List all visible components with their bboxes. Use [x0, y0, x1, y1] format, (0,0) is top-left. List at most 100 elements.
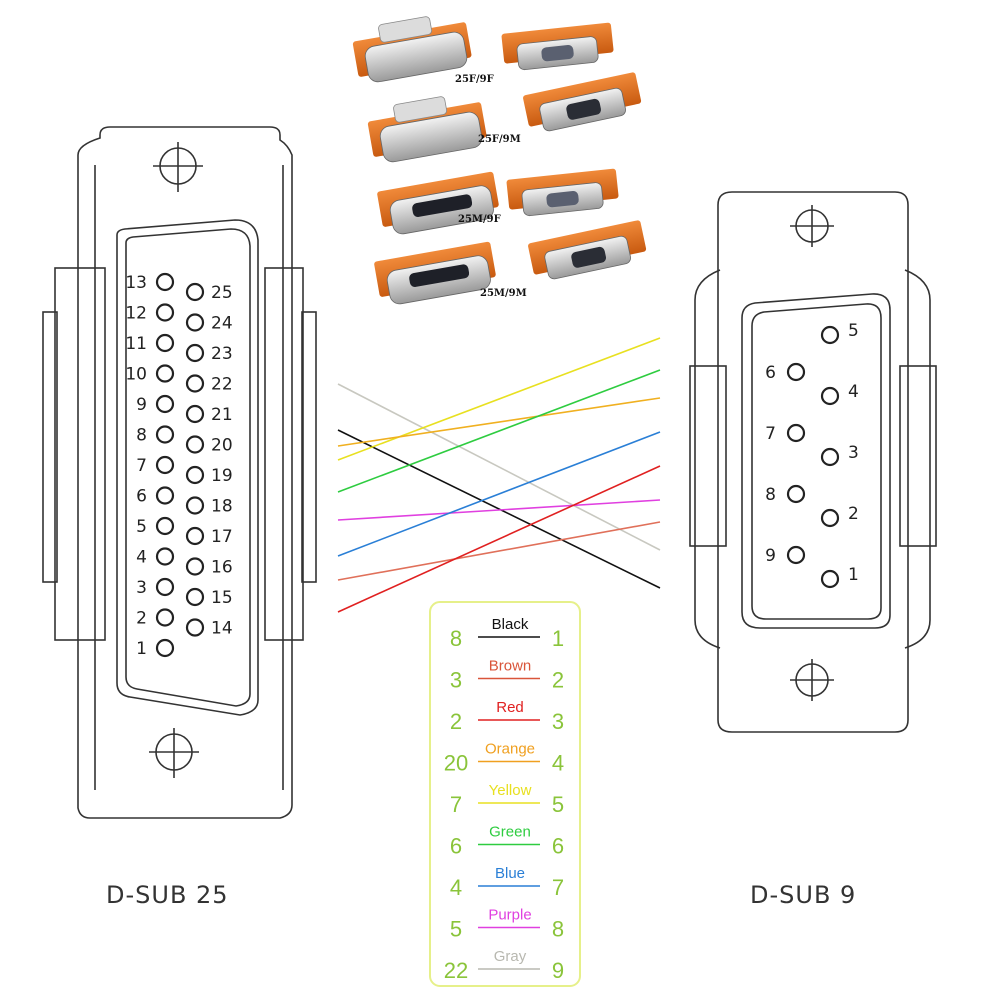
dsub25-pin-19: [185, 465, 205, 485]
legend-color-name: Black: [492, 616, 529, 633]
dsub25-pin-14: [185, 618, 205, 637]
legend-color-name: Yellow: [489, 782, 532, 799]
legend-color-name: Orange: [485, 741, 535, 758]
legend-dsub9-pin: 1: [552, 626, 564, 651]
dsub25-pin-label: 8: [136, 426, 147, 446]
dsub25-pin-label: 11: [125, 334, 147, 354]
adapter-25m-body-2: [374, 241, 496, 305]
dsub25-pin-16: [185, 557, 205, 576]
legend-dsub25-pin: 8: [450, 626, 462, 651]
adapter-25m-body: [377, 171, 499, 235]
dsub9-pin-label: 9: [765, 546, 776, 566]
dsub25-pin-label: 15: [211, 588, 233, 608]
legend-dsub9-pin: 7: [552, 875, 564, 900]
legend-color-name: Green: [489, 824, 531, 841]
legend-dsub9-pin: 3: [552, 709, 564, 734]
dsub25-pin-5: [155, 516, 175, 536]
wire-bundle: [337, 337, 661, 613]
dsub9-pin-7: [786, 423, 806, 443]
dsub9-pin-6: [786, 362, 806, 382]
dsub9-side-tab-right: [899, 365, 937, 547]
dsub25-pin-label: 21: [211, 405, 233, 425]
wire-blue: [337, 431, 661, 557]
dsub25-pin-21: [185, 404, 205, 424]
legend-color-name: Gray: [494, 948, 527, 965]
adapter-25f-body: [352, 16, 472, 83]
dsub25-pin-label: 17: [211, 527, 233, 547]
dsub25-pin-label: 1: [136, 639, 147, 659]
dsub9-mount-hole-top: [790, 205, 834, 247]
dsub25-pin-label: 23: [211, 344, 233, 364]
dsub9-pin-2: [820, 508, 840, 528]
legend-dsub9-pin: 4: [552, 751, 564, 776]
dsub9-bracket-left: [694, 269, 721, 649]
dsub25-pin-label: 4: [136, 548, 147, 568]
wire-gray: [337, 383, 661, 551]
adapter-label-25f-9f: 25F/9F: [455, 74, 494, 85]
dsub25-flange-inner: [94, 165, 284, 790]
adapter-label-25f-9m: 25F/9M: [478, 134, 521, 145]
legend-dsub25-pin: 7: [450, 792, 462, 817]
dsub9-mount-hole-bottom: [790, 659, 834, 701]
legend-box: [429, 601, 581, 987]
dsub9-pin-label: 7: [765, 424, 776, 444]
legend-dsub25-pin: 3: [450, 668, 462, 693]
legend-dsub25-pin: 6: [450, 834, 462, 859]
dsub25-pin-3: [155, 577, 175, 597]
dsub25-pin-7: [155, 455, 175, 475]
legend-dsub25-pin: 2: [450, 709, 462, 734]
dsub9-pin-label: 6: [765, 363, 776, 383]
dsub9-pin-label: 2: [848, 504, 859, 524]
adapter-25m-9m: 25M/9M: [374, 220, 647, 305]
dsub25-pin-25: [185, 282, 205, 302]
wire-purple: [337, 499, 661, 521]
dsub25-pin-label: 10: [125, 365, 147, 385]
legend-dsub9-pin: 6: [552, 834, 564, 859]
legend-dsub9-pin: 5: [552, 792, 564, 817]
dsub25-pin-20: [185, 435, 205, 454]
dsub25-pin-label: 6: [136, 487, 147, 507]
dsub9-shell-inner: [751, 303, 882, 620]
legend-dsub25-pin: 5: [450, 917, 462, 942]
dsub9-pin-5: [820, 325, 840, 345]
dsub9-caption: D-SUB 9: [750, 881, 856, 909]
dsub25-pin-label: 7: [136, 456, 147, 476]
dsub25-pin-11: [155, 333, 175, 353]
dsub25-bracket-left: [54, 267, 106, 641]
legend-color-name: Brown: [489, 658, 532, 675]
dsub25-pin-13: [155, 272, 175, 292]
dsub25-pin-15: [185, 587, 205, 607]
dsub9-pin-3: [820, 447, 840, 467]
legend-dsub25-pin: 4: [450, 875, 462, 900]
wire-yellow-1: [337, 337, 661, 461]
dsub9-pin-label: 3: [848, 443, 859, 463]
dsub25-pin-label: 25: [211, 283, 233, 303]
dsub25-pin-22: [185, 374, 205, 393]
dsub25-pin-12: [155, 303, 175, 322]
dsub9-bracket-right: [904, 269, 931, 649]
dsub25-pin-6: [155, 486, 175, 505]
dsub25-pin-17: [185, 526, 205, 546]
dsub25-shell-inner: [125, 228, 251, 707]
dsub25-pin-label: 22: [211, 375, 233, 395]
wire-black: [337, 429, 661, 589]
adapter-25f-9m: 25F/9M: [367, 72, 642, 163]
dsub25-pin-label: 24: [211, 314, 233, 334]
dsub25-pin-label: 9: [136, 395, 147, 415]
dsub25-bracket-right: [264, 267, 304, 641]
dsub25-mount-hole-bottom: [149, 728, 199, 778]
dsub9-connector: [689, 191, 937, 733]
dsub25-pin-label: 13: [125, 273, 147, 293]
adapter-25m-9f: 25M/9F: [377, 168, 619, 235]
legend-row-black: 8 Black 1: [450, 616, 564, 651]
legend-row-green: 6 Green 6: [450, 824, 564, 859]
dsub25-pin-label: 16: [211, 558, 233, 578]
wire-red: [337, 465, 661, 613]
dsub25-connector: [42, 126, 317, 819]
